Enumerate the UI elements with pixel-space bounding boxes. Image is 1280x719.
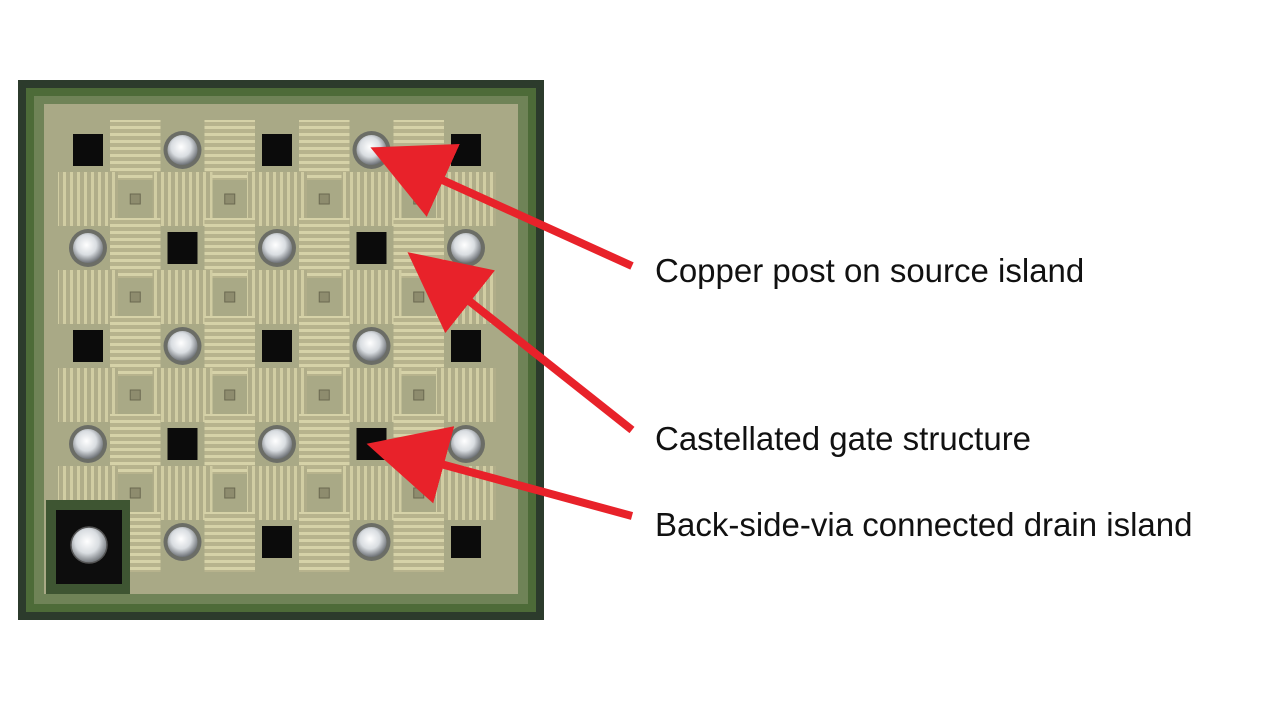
gate-fingers <box>247 466 307 520</box>
copper-post <box>451 233 481 263</box>
gate-contact <box>318 389 330 401</box>
copper-post <box>262 233 292 263</box>
copper-post <box>356 331 387 361</box>
drain-via <box>262 330 292 362</box>
gate-fingers <box>341 368 402 422</box>
drain-via <box>451 134 481 166</box>
copper-post <box>451 429 481 459</box>
gate-fingers <box>58 270 118 324</box>
gate-fingers <box>152 368 213 422</box>
gate-contact <box>318 291 330 303</box>
copper-post <box>262 429 292 459</box>
drain-via <box>73 134 103 166</box>
pad-post <box>70 526 108 564</box>
gate-fingers <box>58 172 118 226</box>
gate-fingers <box>341 270 402 324</box>
gate-contact <box>129 193 141 205</box>
gate-fingers <box>299 218 350 278</box>
gate-fingers <box>152 270 213 324</box>
drain-via <box>451 526 481 558</box>
drain-via <box>262 134 292 166</box>
gate-fingers <box>299 414 350 474</box>
gate-fingers <box>393 218 444 278</box>
copper-post <box>167 527 198 557</box>
gate-fingers <box>152 466 213 520</box>
gate-contact <box>224 487 236 499</box>
gate-fingers <box>341 172 402 226</box>
gate-contact <box>224 193 236 205</box>
arrow-gate <box>407 252 635 434</box>
arrows <box>366 144 635 520</box>
gate-fingers <box>58 368 118 422</box>
die <box>18 80 544 620</box>
gate-fingers <box>393 316 444 376</box>
drain-via <box>451 330 481 362</box>
gate-contact <box>318 487 330 499</box>
gate-fingers <box>110 120 161 180</box>
gate-fingers <box>204 414 255 474</box>
copper-post <box>167 135 198 165</box>
arrow-drain <box>366 426 634 520</box>
gate-fingers <box>247 270 307 324</box>
label-copper-post: Copper post on source island <box>655 252 1085 289</box>
gate-fingers <box>299 120 350 180</box>
gate-fingers <box>341 466 402 520</box>
gate-fingers <box>204 120 255 180</box>
gate-fingers <box>299 316 350 376</box>
drain-via <box>262 526 292 558</box>
copper-post <box>356 135 387 165</box>
gate-fingers <box>247 172 307 226</box>
gate-contact <box>413 291 425 303</box>
gate-fingers <box>247 368 307 422</box>
gate-fingers <box>152 172 213 226</box>
copper-post <box>73 233 103 263</box>
copper-post <box>356 527 387 557</box>
gate-contact <box>129 389 141 401</box>
label-drain-island: Back-side-via connected drain island <box>655 506 1193 543</box>
gate-contact <box>413 389 425 401</box>
drain-via <box>356 232 387 264</box>
gate-fingers <box>204 218 255 278</box>
drain-via <box>73 330 103 362</box>
gate-contact <box>224 389 236 401</box>
gate-fingers <box>204 512 255 572</box>
gate-fingers <box>110 414 161 474</box>
gate-contact <box>413 487 425 499</box>
gate-contact <box>318 193 330 205</box>
gate-contact <box>224 291 236 303</box>
drain-via <box>167 232 198 264</box>
drain-via <box>167 428 198 460</box>
gate-fingers <box>299 512 350 572</box>
gate-fingers <box>436 368 496 422</box>
gate-fingers <box>110 218 161 278</box>
gate-fingers <box>204 316 255 376</box>
gate-contact <box>413 193 425 205</box>
arrow-copper-post <box>370 144 634 270</box>
gate-fingers <box>110 316 161 376</box>
label-castellated-gate: Castellated gate structure <box>655 420 1032 457</box>
gate-fingers <box>393 512 444 572</box>
gate-contact <box>129 487 141 499</box>
drain-via <box>356 428 387 460</box>
gate-contact <box>129 291 141 303</box>
copper-post <box>73 429 103 459</box>
copper-post <box>167 331 198 361</box>
